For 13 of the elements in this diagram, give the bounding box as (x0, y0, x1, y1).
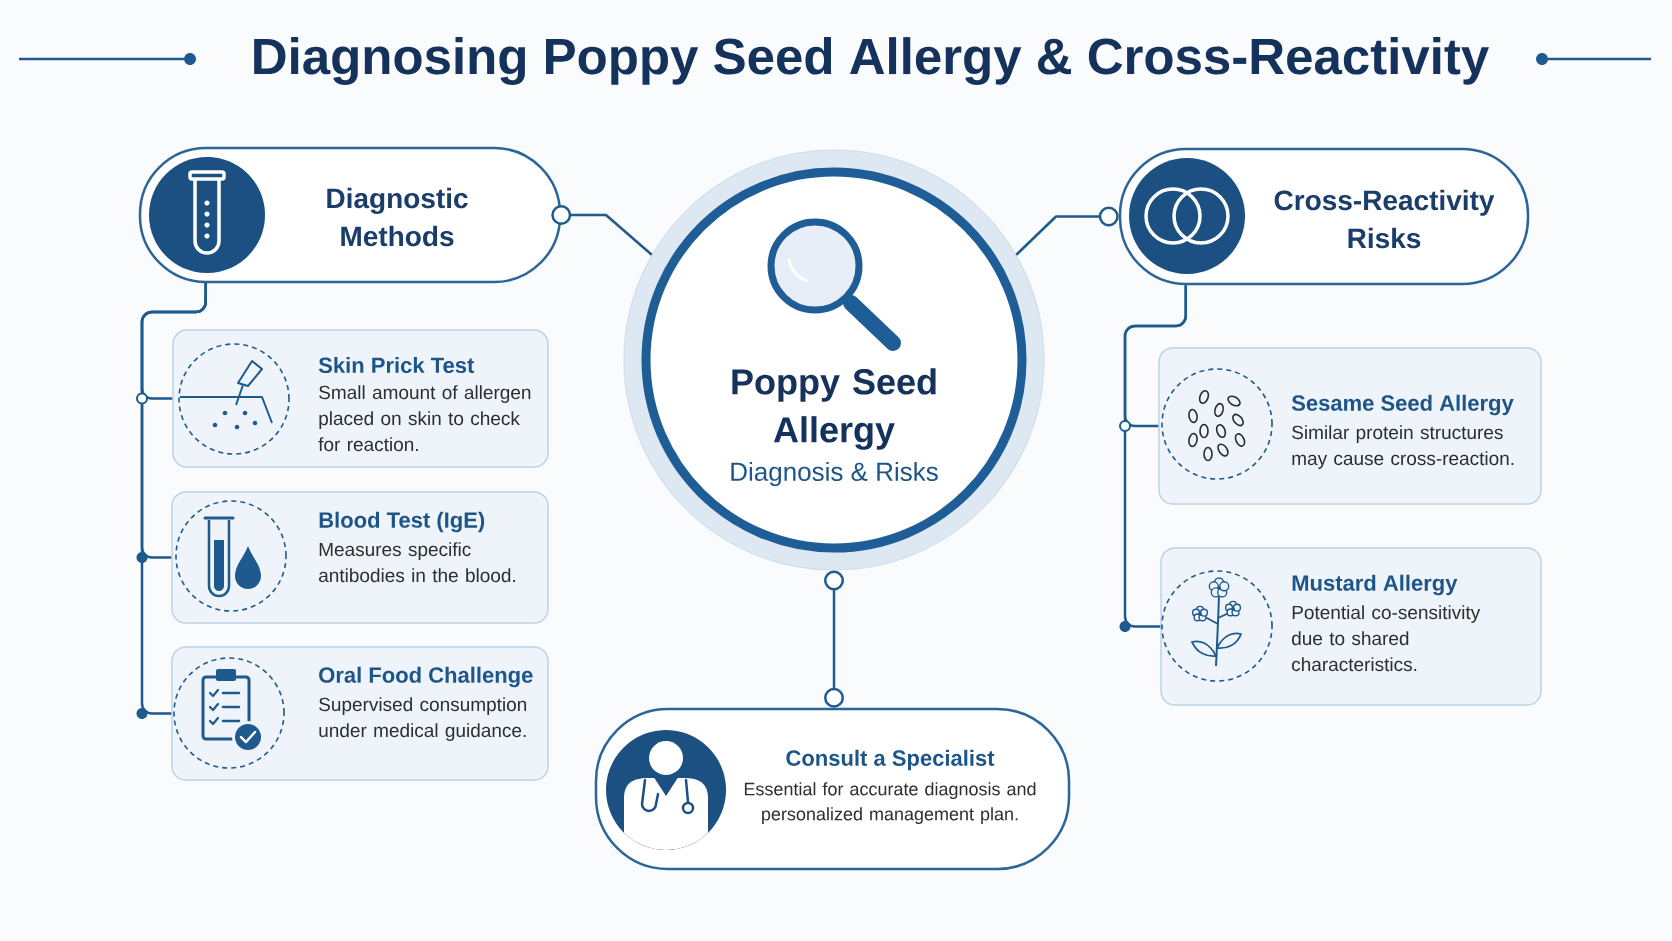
title: Diagnosing Poppy Seed Allergy & Cross-Reactivity (254, 37, 1489, 85)
card-title: Oral Food Challenge (319, 666, 533, 688)
card-text: Supervised consumption under medical guidance. (319, 697, 527, 741)
card-text: Potential co-sensitivity due to shared characteristics. (1292, 605, 1481, 672)
card-title: Blood Test (IgE) (319, 511, 485, 533)
card-title: Skin Prick Test (318, 356, 475, 374)
card-text: Similar protein structures may cause cross-reaction. (1292, 425, 1514, 469)
hub-subtitle: Diagnosis & Risks (731, 461, 938, 487)
card-title: Mustard Allergy (1292, 574, 1458, 596)
card-title: Sesame Seed Allergy (1291, 394, 1514, 416)
hub-title: Poppy Seed Allergy (732, 368, 936, 450)
card-text: Measures specific antibodies in the blood. (319, 542, 515, 583)
card-text: Small amount of allergen placed on skin to check for reaction. (318, 385, 531, 452)
